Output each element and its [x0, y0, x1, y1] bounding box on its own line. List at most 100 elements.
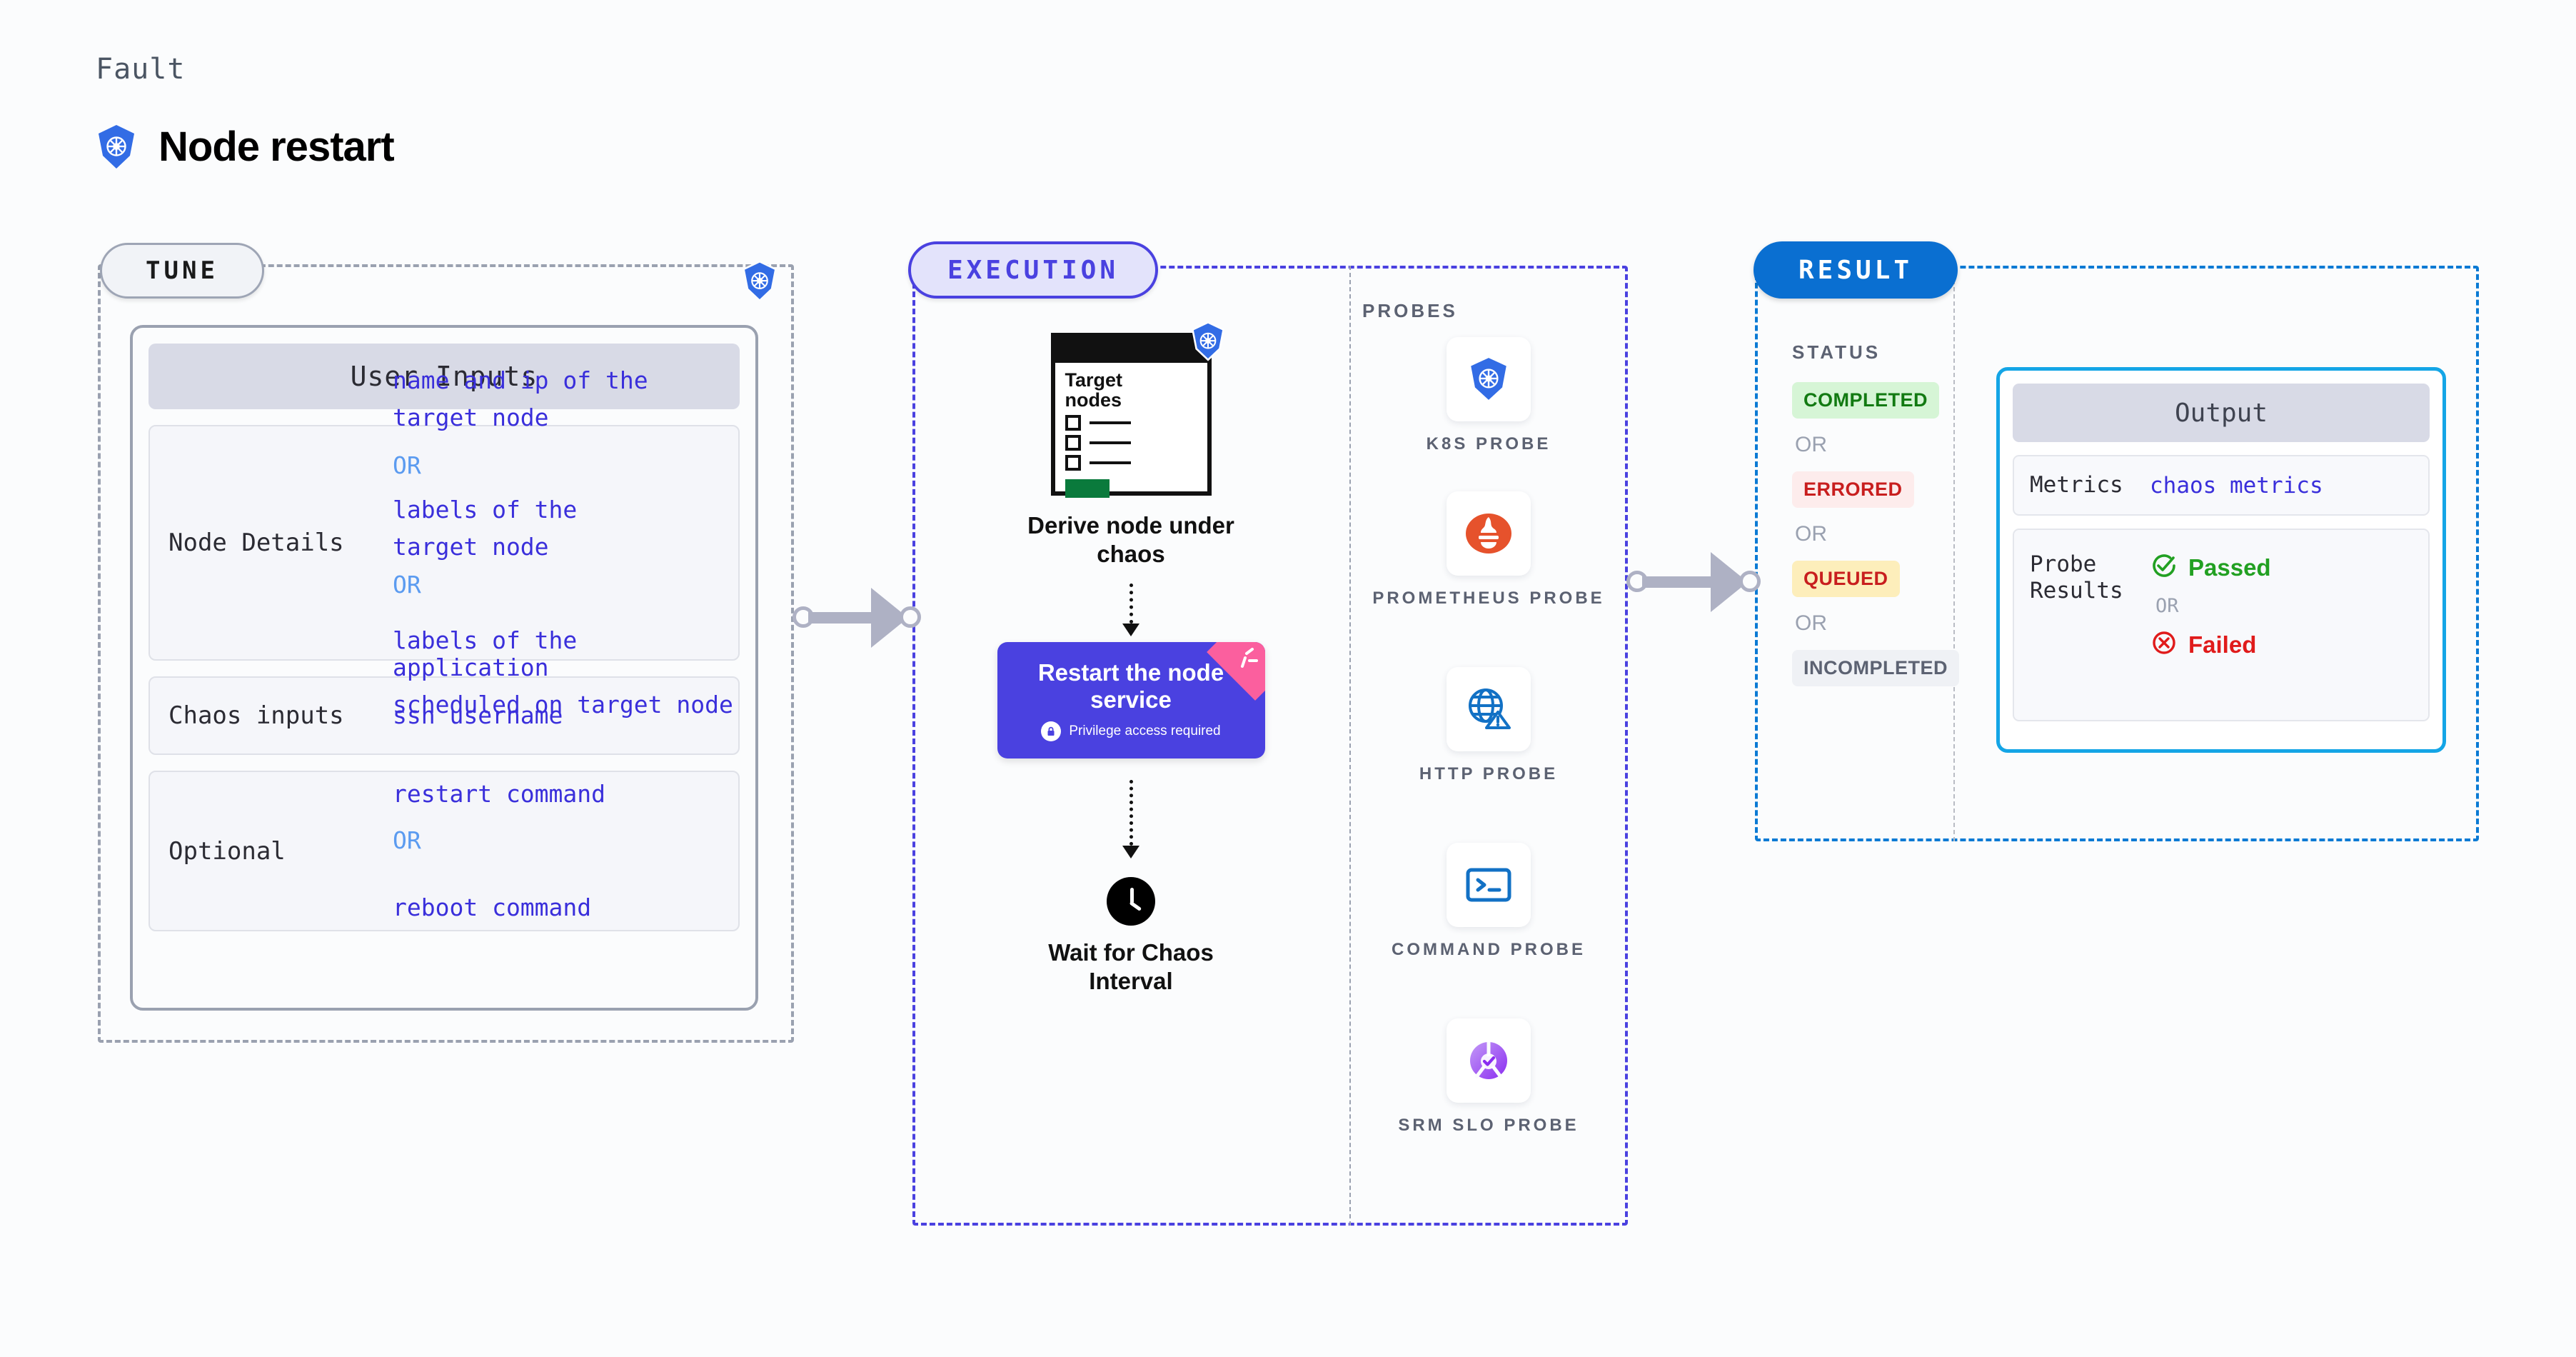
target-nodes-card: Target nodes — [1050, 321, 1224, 498]
srm-slo-icon — [1447, 1018, 1531, 1103]
user-inputs-title: User Inputs — [149, 344, 740, 409]
row-value: restart command — [393, 780, 606, 808]
row-value: ssh username — [393, 701, 563, 730]
check-circle-icon — [2150, 551, 2178, 584]
row-key: Probe Results — [2030, 551, 2123, 604]
probe-http[interactable]: HTTP PROBE — [1349, 667, 1628, 785]
output-row-probe-results: Probe Results Passed OR — [2013, 529, 2430, 722]
tune-section-pill[interactable]: TUNE — [100, 243, 264, 299]
result-section-pill[interactable]: RESULT — [1754, 241, 1958, 299]
checkbox-row — [1055, 411, 1207, 431]
prometheus-icon — [1447, 491, 1531, 576]
tune-row-chaos-inputs: Chaos inputs ssh username — [149, 676, 740, 755]
probe-result-values: Passed OR Failed — [2150, 551, 2271, 661]
probe-label: SRM SLO PROBE — [1398, 1116, 1579, 1135]
row-key: Optional — [168, 836, 286, 866]
status-label: STATUS — [1792, 341, 1881, 363]
row-value: name and ip of the — [393, 366, 648, 395]
tune-row-node-details: Node Details name and ip of the target n… — [149, 367, 740, 718]
probe-k8s[interactable]: K8S PROBE — [1349, 337, 1628, 455]
probe-label: PROMETHEUS PROBE — [1372, 589, 1605, 608]
row-value: target node — [393, 533, 549, 561]
or-separator: OR — [1795, 433, 1827, 456]
connector-tune-to-execution — [793, 586, 921, 650]
row-values: restart command OR reboot command — [393, 781, 605, 921]
wait-caption: Wait for Chaos Interval — [1048, 939, 1214, 994]
checkbox-icon — [1065, 414, 1081, 431]
fault-kicker: Fault — [96, 53, 186, 86]
probe-srm-slo[interactable]: SRM SLO PROBE — [1349, 1018, 1628, 1136]
or-separator: OR — [393, 451, 421, 480]
row-value: reboot command — [393, 893, 592, 921]
line-placeholder — [1089, 421, 1131, 424]
row-key: Node Details — [168, 529, 344, 557]
passed-label: Passed — [2188, 554, 2271, 581]
checkbox-icon — [1065, 454, 1081, 471]
tune-row-optional: Optional restart command OR reboot comma… — [149, 771, 740, 931]
terminal-icon — [1447, 843, 1531, 927]
checkbox-row — [1055, 431, 1207, 451]
or-separator: OR — [2155, 595, 2179, 618]
row-values: ssh username — [393, 702, 563, 729]
connector-execution-to-result — [1626, 550, 1762, 614]
probe-label: COMMAND PROBE — [1392, 940, 1586, 959]
status-badge: ERRORED — [1792, 471, 1914, 508]
kubernetes-icon — [1190, 321, 1226, 365]
output-row-metrics: Metrics chaos metrics — [2013, 455, 2430, 516]
probe-label: HTTP PROBE — [1419, 764, 1559, 783]
execution-flow: Target nodes — [912, 300, 1349, 996]
output-card: Output Metrics chaos metrics Probe Resul… — [1996, 367, 2446, 753]
kubernetes-icon — [1447, 337, 1531, 421]
row-value: scheduled on target node — [393, 690, 733, 718]
probe-command[interactable]: COMMAND PROBE — [1349, 843, 1628, 961]
kubernetes-icon — [741, 260, 778, 306]
output-title: Output — [2013, 384, 2430, 442]
globe-alert-icon — [1447, 667, 1531, 751]
probes-label: PROBES — [1362, 300, 1458, 321]
or-separator: OR — [1795, 611, 1827, 635]
status-badge: COMPLETED — [1792, 382, 1940, 419]
row-key: Metrics — [2030, 472, 2123, 498]
probe-result-passed: Passed — [2150, 551, 2271, 584]
row-values: name and ip of the target node OR labels… — [393, 367, 738, 718]
flow-arrow-down — [1122, 780, 1139, 859]
chaos-flag-glyph — [1240, 648, 1258, 669]
execution-section-pill[interactable]: EXECUTION — [908, 241, 1158, 299]
clock-icon — [1107, 877, 1155, 926]
probe-result-failed: Failed — [2150, 629, 2271, 661]
checkbox-row — [1055, 451, 1207, 471]
probes-divider — [1349, 266, 1351, 1226]
probe-label: K8S PROBE — [1426, 434, 1551, 454]
line-placeholder — [1089, 441, 1131, 444]
probe-prometheus[interactable]: PROMETHEUS PROBE — [1349, 491, 1628, 609]
or-separator: OR — [393, 570, 421, 599]
or-separator: OR — [1795, 522, 1827, 546]
derive-node-caption: Derive node under chaos — [1027, 512, 1234, 567]
row-value: target node — [393, 404, 549, 432]
wait-chaos-interval-node: Wait for Chaos Interval — [1048, 877, 1214, 995]
line-placeholder — [1089, 461, 1131, 464]
probes-column: PROBES K8S PROBE — [1349, 266, 1628, 1226]
page-title: Node restart — [159, 124, 395, 170]
restart-node-service-node[interactable]: Restart the node service Privilege acces… — [997, 642, 1265, 759]
lock-icon — [1041, 721, 1062, 742]
row-value: chaos metrics — [2150, 472, 2323, 499]
result-divider — [1953, 266, 1955, 841]
privilege-note-text: Privilege access required — [1069, 723, 1221, 739]
failed-label: Failed — [2188, 631, 2257, 658]
status-badge: QUEUED — [1792, 561, 1900, 597]
target-nodes-title: Target nodes — [1065, 369, 1123, 411]
checkbox-icon — [1065, 434, 1081, 451]
or-separator: OR — [393, 826, 421, 854]
fault-title-row: Node restart — [96, 123, 395, 171]
status-list: COMPLETED OR ERRORED OR QUEUED OR INCOMP… — [1792, 382, 1971, 686]
row-key: Chaos inputs — [168, 701, 344, 730]
status-badge: INCOMPLETED — [1792, 650, 1960, 686]
row-value: labels of the application — [393, 626, 578, 681]
restart-title: Restart the node service — [1037, 659, 1224, 713]
flow-arrow-down — [1122, 584, 1139, 637]
user-inputs-card: User Inputs Node Details name and ip of … — [130, 325, 758, 1011]
kubernetes-icon — [96, 124, 137, 170]
green-status-bar — [1065, 479, 1110, 498]
